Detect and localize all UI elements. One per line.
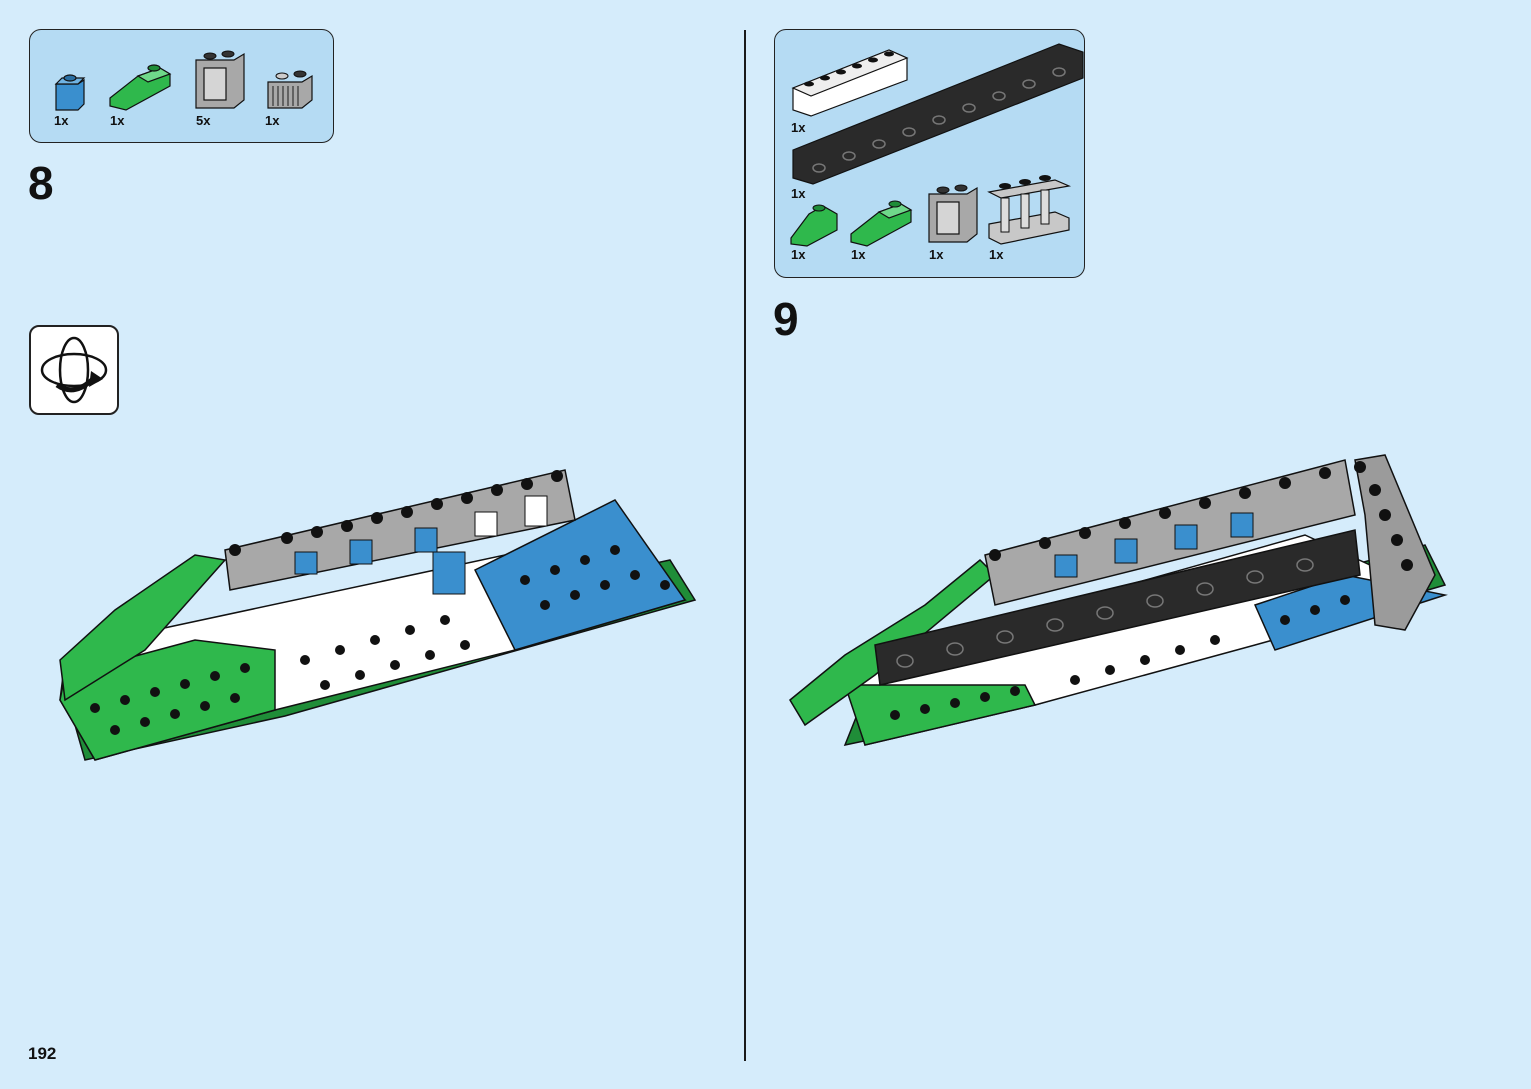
part-qty: 1x [791,186,806,201]
step-number: 9 [773,293,799,345]
part-qty: 1x [851,247,866,262]
white-brick-1x6-icon [791,49,909,117]
blue-brick-1x1-icon [54,74,86,111]
rotate-model-icon [40,336,108,404]
green-slope-small-icon [790,204,838,247]
step-8-parts-list: 1x 1x 5x 1x [29,29,334,143]
part-qty: 1x [791,247,806,262]
green-slope-icon [850,200,913,247]
step-9-model-illustration [789,454,1448,747]
green-slope-icon [109,64,172,111]
gray-window-frame-icon [928,184,978,243]
gray-window-frame-icon [195,50,245,109]
rotate-model-callout [29,325,119,415]
part-qty: 1x [929,247,944,262]
gray-grille-brick-icon [267,70,313,109]
step-number: 8 [28,157,54,209]
part-qty: 1x [110,113,125,128]
part-qty: 1x [265,113,280,128]
step-9-parts-list: 1x 1x 1x 1x 1x [774,29,1085,278]
page-number: 192 [28,1044,57,1063]
black-technic-beam-icon [792,43,1084,185]
gray-fence-icon [987,175,1072,245]
part-qty: 1x [54,113,69,128]
page-divider [744,30,746,1061]
part-qty: 5x [196,113,211,128]
step-8-model-illustration [59,469,697,761]
part-qty: 1x [989,247,1004,262]
part-qty: 1x [791,120,806,135]
